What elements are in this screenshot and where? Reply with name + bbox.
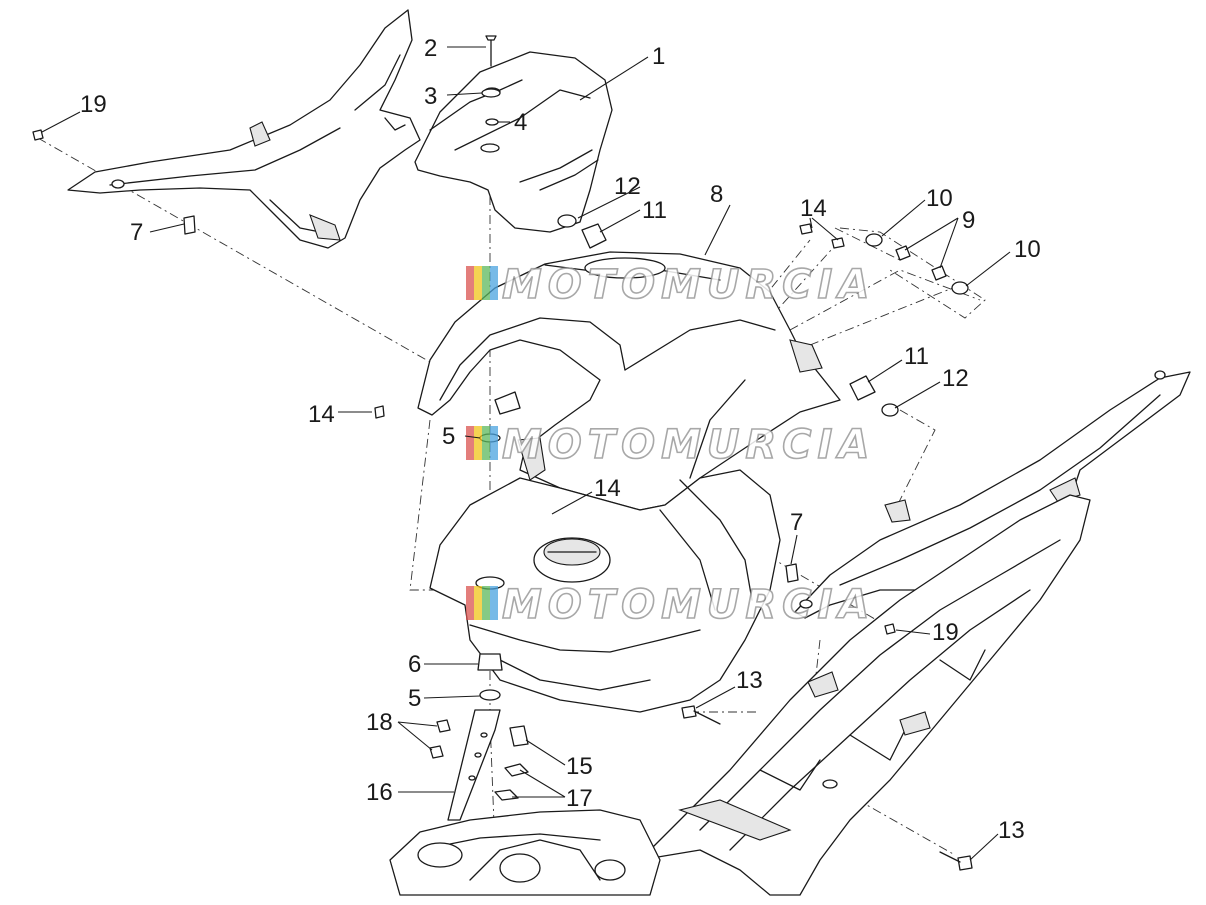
callout-7-right: 7 (790, 509, 803, 536)
callout-14-left: 14 (308, 401, 335, 428)
callout-2: 2 (424, 35, 437, 62)
watermark-middle: MOTOMURCIA (466, 421, 875, 469)
callout-16: 16 (366, 779, 393, 806)
callout-11-upper: 11 (642, 197, 667, 224)
watermark-bottom: MOTOMURCIA (466, 581, 875, 629)
callout-labels: 1 2 3 4 19 7 8 12 11 14 10 9 10 14 11 12… (80, 35, 1041, 844)
callout-4: 4 (514, 109, 527, 136)
callout-11-lower: 11 (904, 343, 929, 370)
callout-12-lower: 12 (942, 365, 969, 392)
callout-13-lower: 13 (998, 817, 1025, 844)
leader-lines (41, 46, 1011, 861)
callout-9: 9 (962, 207, 975, 234)
callout-17: 17 (566, 785, 593, 812)
frame (389, 494, 1091, 896)
callout-13-upper: 13 (736, 667, 763, 694)
callout-5-lower: 5 (408, 685, 421, 712)
left-side-panel (67, 9, 421, 249)
callout-18: 18 (366, 709, 393, 736)
watermark-text: MOTOMURCIA (502, 582, 875, 628)
callout-5-upper: 5 (442, 423, 455, 450)
callout-6: 6 (408, 651, 421, 678)
watermark-text: MOTOMURCIA (502, 262, 875, 308)
watermark-top: MOTOMURCIA (466, 261, 875, 309)
callout-3: 3 (424, 83, 437, 110)
callout-14-upper: 14 (800, 195, 827, 222)
callout-12-upper: 12 (614, 173, 641, 200)
top-cover (414, 51, 613, 233)
callout-1: 1 (652, 43, 665, 70)
callout-19-right: 19 (932, 619, 959, 646)
callout-10-lower: 10 (1014, 236, 1041, 263)
callout-14-middle: 14 (594, 475, 621, 502)
watermark-text: MOTOMURCIA (502, 422, 875, 468)
callout-10-upper: 10 (926, 185, 953, 212)
callout-7-left: 7 (130, 219, 143, 246)
callout-15: 15 (566, 753, 593, 780)
callout-19-left: 19 (80, 91, 107, 118)
callout-8: 8 (710, 181, 723, 208)
